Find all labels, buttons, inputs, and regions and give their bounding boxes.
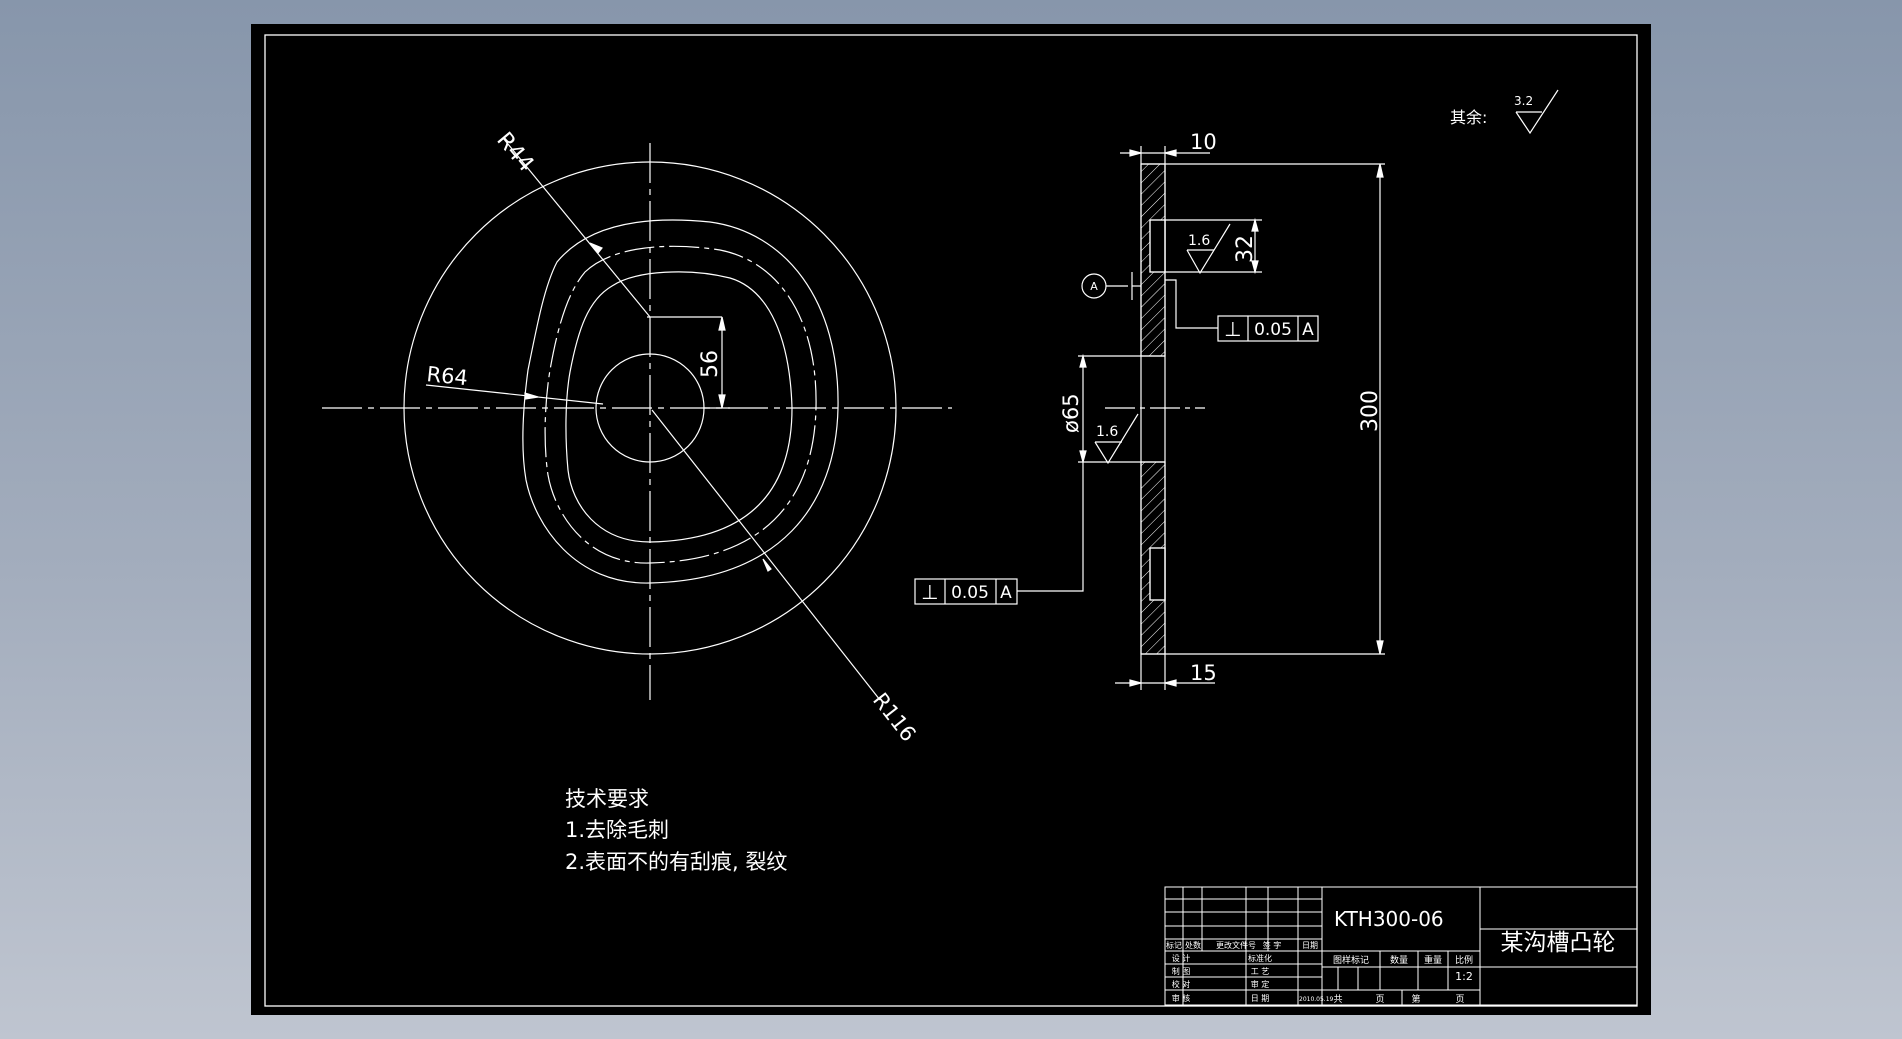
dim-56: 56 xyxy=(698,350,723,378)
r116-leader xyxy=(651,409,881,701)
mid-label: 工 艺 xyxy=(1251,967,1270,976)
header-cell: 日期 xyxy=(1302,941,1318,950)
title-block xyxy=(1164,886,1638,1006)
part-name: 某沟槽凸轮 xyxy=(1501,930,1616,956)
surface-finish-rest-symbol xyxy=(1515,89,1559,135)
scale-value: 1:2 xyxy=(1455,970,1473,983)
r64-leader xyxy=(425,384,604,405)
role-label: 审 核 xyxy=(1172,993,1191,1003)
tol1-datum: A xyxy=(1302,320,1314,340)
groove-pitch-line xyxy=(544,245,817,564)
surface-finish-rest-value: 3.2 xyxy=(1514,94,1533,108)
outer-circle xyxy=(403,161,897,655)
notes-item-2: 2.表面不的有刮痕, 裂纹 xyxy=(565,850,787,874)
dim-phi65: ø65 xyxy=(1059,393,1083,433)
role-label: 制 图 xyxy=(1172,966,1191,976)
info-label: 比例 xyxy=(1455,954,1473,966)
info-label: 图样标记 xyxy=(1333,954,1369,966)
dim-32: 32 xyxy=(1233,235,1258,263)
dim-r64: R64 xyxy=(425,362,469,390)
tol2-value: 0.05 xyxy=(951,583,989,603)
tol1-symbol: ⊥ xyxy=(1224,317,1241,341)
surface-finish-value-2: 1.6 xyxy=(1096,424,1118,440)
groove-inner-profile xyxy=(565,271,793,543)
role-label: 设 计 xyxy=(1172,953,1191,963)
sheet-label: 页 xyxy=(1455,994,1464,1005)
mid-label: 日 期 xyxy=(1251,994,1270,1003)
role-label: 校 对 xyxy=(1172,979,1191,989)
sheet-label: 第 xyxy=(1411,993,1420,1005)
surface-finish-symbol-2 xyxy=(1094,413,1139,465)
mid-label: 审 定 xyxy=(1251,979,1270,989)
surface-finish-rest-label: 其余: xyxy=(1450,108,1487,127)
notes-title: 技术要求 xyxy=(565,787,649,811)
header-cell: 处数 xyxy=(1185,940,1201,950)
header-cell: 签 字 xyxy=(1263,940,1282,950)
datum-a-label: A xyxy=(1090,280,1098,293)
front-view xyxy=(322,137,952,701)
surface-finish-symbol-1 xyxy=(1186,223,1231,275)
notes-item-1: 1.去除毛刺 xyxy=(565,818,669,842)
tol2-symbol: ⊥ xyxy=(921,580,938,604)
dim-10: 10 xyxy=(1190,130,1217,154)
drawing-sheet xyxy=(251,24,1651,1015)
dim-300: 300 xyxy=(1358,390,1383,432)
tol1-value: 0.05 xyxy=(1254,320,1292,340)
surface-finish-value-1: 1.6 xyxy=(1188,233,1210,249)
mid-label: 标准化 xyxy=(1248,953,1272,963)
sheet-label: 共 xyxy=(1333,994,1342,1005)
info-label: 重量 xyxy=(1424,954,1442,966)
r44-leader xyxy=(502,137,651,318)
sign-date: 2010.05.19 xyxy=(1299,996,1334,1003)
sheet-label: 页 xyxy=(1375,994,1384,1005)
groove-outer-profile xyxy=(522,219,839,584)
section-view xyxy=(914,89,1559,690)
header-cell: 更改文件号 xyxy=(1216,940,1256,950)
info-label: 数量 xyxy=(1390,954,1408,966)
drawing-number: KTH300-06 xyxy=(1334,907,1444,931)
drawing-border xyxy=(264,34,1638,1007)
header-cell: 标记 xyxy=(1166,940,1182,950)
tol2-datum: A xyxy=(1000,583,1012,603)
dim-15: 15 xyxy=(1190,661,1217,685)
